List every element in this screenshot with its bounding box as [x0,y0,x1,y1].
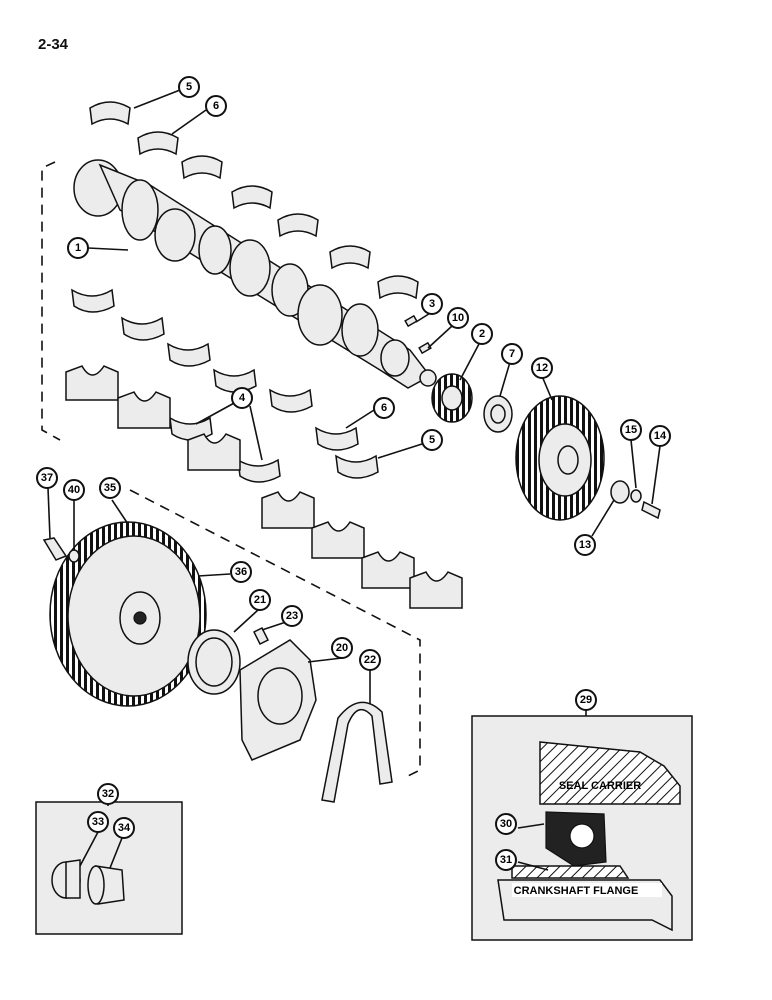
key-3 [404,314,418,328]
callout-30: 30 [495,813,517,835]
flange-section [511,865,630,879]
svg-text:15: 15 [625,424,637,436]
svg-text:30: 30 [500,818,512,830]
callout-5b: 5 [421,429,443,451]
callout-5a: 5 [178,76,200,98]
callout-35: 35 [99,477,121,499]
flywheel-washer [68,549,80,563]
svg-text:12: 12 [536,362,548,374]
main-bearing-caps [65,365,463,609]
callout-36: 36 [230,561,252,583]
svg-text:40: 40 [68,484,80,496]
svg-text:5: 5 [186,81,192,93]
svg-text:2: 2 [479,328,485,340]
svg-text:34: 34 [118,822,131,834]
callout-31: 31 [495,849,517,871]
leader-lines [47,89,661,871]
svg-text:36: 36 [235,566,247,578]
callout-32: 32 [97,783,119,805]
callout-7: 7 [501,343,523,365]
svg-text:31: 31 [500,854,512,866]
svg-text:23: 23 [286,610,298,622]
flywheel-bolt [42,537,68,561]
svg-text:4: 4 [239,392,246,404]
seal-carrier-label: SEAL CARRIER [559,780,641,792]
svg-text:6: 6 [381,402,387,414]
callout-4: 4 [231,387,253,409]
svg-text:7: 7 [509,348,515,360]
svg-text:32: 32 [102,788,114,800]
callout-37: 37 [36,467,58,489]
svg-text:22: 22 [364,654,376,666]
svg-text:21: 21 [254,594,266,606]
callout-3: 3 [421,293,443,315]
callout-10: 10 [447,307,469,329]
svg-text:10: 10 [452,312,464,324]
callout-40: 40 [63,479,85,501]
svg-text:35: 35 [104,482,116,494]
svg-text:5: 5 [429,434,435,446]
callout-22: 22 [359,649,381,671]
callout-14: 14 [649,425,671,447]
callout-29: 29 [575,689,597,711]
callout-23: 23 [281,605,303,627]
callout-15: 15 [620,419,642,441]
crankshaft [73,159,437,389]
callout-13: 13 [574,534,596,556]
washer-15 [630,489,642,503]
bolt-14 [641,500,661,520]
bolt-23 [252,626,270,646]
key-10 [418,341,432,355]
washer-13 [610,480,630,504]
svg-text:6: 6 [213,100,219,112]
callout-33: 33 [87,811,109,833]
svg-text:13: 13 [579,539,591,551]
page-number: 2-34 [38,36,69,53]
callout-6a: 6 [205,95,227,117]
callout-2: 2 [471,323,493,345]
svg-text:1: 1 [75,242,81,254]
svg-text:33: 33 [92,816,104,828]
callout-6b: 6 [373,397,395,419]
callout-21: 21 [249,589,271,611]
crankshaft-flange-label: CRANKSHAFT FLANGE [514,885,639,897]
svg-text:29: 29 [580,694,592,706]
lower-assembly-bracket [129,489,421,777]
svg-text:20: 20 [336,642,348,654]
svg-text:14: 14 [654,430,667,442]
callout-1: 1 [67,237,89,259]
gasket [321,701,393,803]
svg-text:37: 37 [41,472,53,484]
callout-34: 34 [113,817,135,839]
upper-bearing-shells [89,101,419,300]
callout-12: 12 [531,357,553,379]
main-bearing-group-bracket [41,161,61,441]
callout-20: 20 [331,637,353,659]
seal-carrier-section [539,741,681,805]
svg-text:3: 3 [429,298,435,310]
